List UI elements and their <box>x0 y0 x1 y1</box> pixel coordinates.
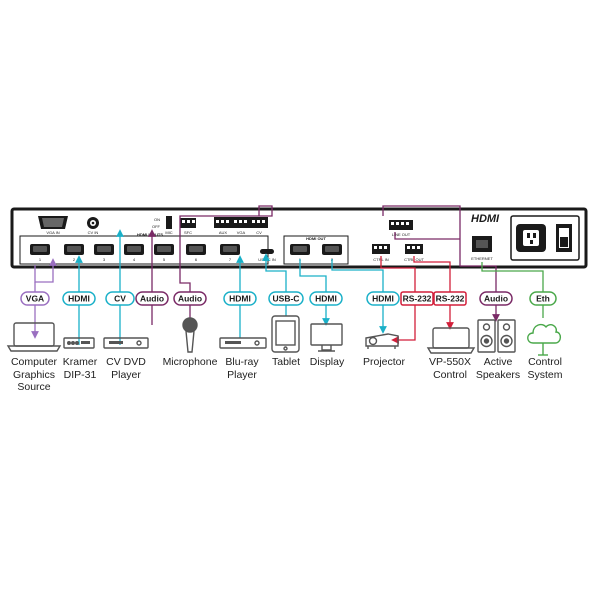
line-audio-2 <box>179 205 273 318</box>
tag-rs232-b-text: RS-232 <box>436 294 465 304</box>
tag-hdmi-1-text: HDMI <box>68 294 90 304</box>
tag-hdmi-4-text: HDMI <box>372 294 394 304</box>
label-projector: Projector <box>362 356 405 368</box>
tag-cv <box>105 291 135 306</box>
label-display: Display <box>309 356 345 368</box>
usb-c-port <box>260 249 274 254</box>
tag-audio-1 <box>135 291 169 306</box>
usb-c-in-label: USB-C IN <box>258 257 276 262</box>
vga-in-port <box>38 216 68 229</box>
input-num-7: 7 <box>229 257 232 262</box>
hdmi-input-ports <box>30 244 240 255</box>
input-num-6: 6 <box>195 257 198 262</box>
tag-rs232-b <box>433 291 467 306</box>
tag-usbc-text: USB-C <box>273 294 300 304</box>
power-switch <box>166 216 172 229</box>
hdmi-logo: HDMI <box>471 213 500 225</box>
tag-hdmi-2-text: HDMI <box>229 294 251 304</box>
input-num-1: 1 <box>39 257 42 262</box>
tag-rs232-a <box>400 291 434 306</box>
label-tablet: Tablet <box>271 356 301 368</box>
label-kramer: Kramer DIP-31 <box>62 356 98 381</box>
mic-label: MIC <box>165 230 172 235</box>
tablet-icon <box>271 315 300 353</box>
input-num-3: 3 <box>103 257 106 262</box>
line-vga <box>34 258 57 283</box>
tag-eth-text: Eth <box>536 294 550 304</box>
dvd-player-icon <box>103 337 149 349</box>
device-icons <box>6 315 562 356</box>
tag-eth <box>529 291 557 306</box>
switcher-box-icon <box>63 337 95 349</box>
projector-icon <box>365 333 399 349</box>
tag-hdmi-3 <box>309 291 343 306</box>
tag-audio-3-text: Audio <box>484 294 508 304</box>
label-vp550x: VP-550X Control <box>428 356 472 381</box>
input-num-2: 2 <box>73 257 76 262</box>
tag-hdmi-1 <box>62 291 96 306</box>
tag-audio-1-text: Audio <box>140 294 164 304</box>
line-out-label: LINE OUT <box>392 232 411 237</box>
laptop-icon <box>426 327 476 354</box>
sfc-label: SFC <box>184 230 192 235</box>
power-inlet <box>510 215 580 261</box>
bluray-player-icon <box>219 337 267 349</box>
tag-hdmi-3-text: HDMI <box>315 294 337 304</box>
ctrl-terminals <box>372 244 423 254</box>
hdmi-out-label: HDMI OUT <box>306 236 326 241</box>
cv-in-port <box>87 217 99 229</box>
label-dvd: CV DVD Player <box>106 356 146 381</box>
hdmi-output-ports <box>290 244 342 255</box>
tag-rs232-a-text: RS-232 <box>403 294 432 304</box>
label-speakers: Active Speakers <box>475 356 521 381</box>
microphone-icon <box>182 317 198 353</box>
input-num-4: 4 <box>133 257 136 262</box>
aux-label: AUX <box>219 230 228 235</box>
cloud-icon <box>527 323 562 356</box>
tag-hdmi-2 <box>223 291 257 306</box>
ethernet-label: ETHERNET <box>471 256 493 261</box>
display-icon <box>310 323 343 352</box>
sfc-terminal <box>180 218 196 228</box>
label-control: Control System <box>527 356 563 381</box>
device-back-panel: HDMI INPUTS 1 2 3 4 5 6 7 VGA IN <box>10 207 588 269</box>
ethernet-port <box>472 236 492 252</box>
vga-audio-label: VGA <box>237 230 246 235</box>
tag-audio-3 <box>479 291 513 306</box>
line-rs232-a <box>380 256 416 344</box>
tag-usbc <box>268 291 304 306</box>
hdmi-inputs-label: HDMI INPUTS <box>137 232 163 237</box>
signal-tags: VGA HDMI CV Audio Audio HDMI USB-C HDMI … <box>20 291 557 306</box>
label-bluray: Blu-ray Player <box>225 356 259 381</box>
vga-in-label: VGA IN <box>46 230 59 235</box>
audio-in-terminals <box>214 217 268 228</box>
line-eth <box>481 262 544 318</box>
off-label: OFF <box>152 224 161 229</box>
hdmi-out-group <box>283 235 349 265</box>
on-label: ON <box>154 217 160 222</box>
laptop-icon <box>6 322 62 352</box>
cv-in-label: CV IN <box>88 230 99 235</box>
tag-vga <box>20 291 50 306</box>
label-computer: Computer Graphics Source <box>10 356 58 393</box>
cv-audio-label: CV <box>256 230 262 235</box>
tag-vga-text: VGA <box>26 294 44 304</box>
label-microphone: Microphone <box>162 356 218 368</box>
tag-audio-2-text: Audio <box>178 294 202 304</box>
tag-cv-text: CV <box>114 294 126 304</box>
input-num-5: 5 <box>163 257 166 262</box>
tag-audio-2 <box>173 291 207 306</box>
line-out-terminal <box>389 220 413 230</box>
speakers-icon <box>477 319 516 353</box>
tag-hdmi-4 <box>366 291 400 306</box>
